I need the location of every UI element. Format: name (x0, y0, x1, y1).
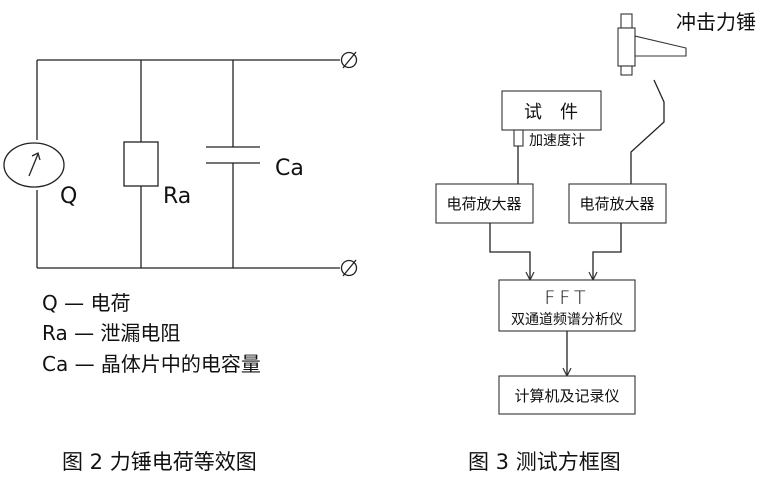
figure-2-circuit: Q Ra Ca Q — 电荷 Ra — 泄漏电阻 Ca — 晶体片中的电容量 图… (3, 51, 358, 474)
charge-source-symbol (3, 142, 65, 188)
bottom-terminal (340, 259, 358, 277)
impact-hammer-icon (617, 13, 687, 76)
top-terminal (340, 51, 358, 69)
charge-amplifier-right-box (568, 183, 667, 224)
capacitor-label: Ca (275, 156, 304, 181)
specimen-label: 试 件 (524, 102, 578, 123)
charge-amplifier-right-label: 电荷放大器 (579, 195, 654, 213)
fft-title: FFT (544, 287, 589, 309)
hammer-label: 冲击力锤 (676, 10, 756, 34)
charge-amplifier-left-label: 电荷放大器 (446, 195, 521, 213)
resistor-label: Ra (163, 184, 191, 209)
charge-amplifier-left-box (435, 183, 534, 224)
arrow-left-amp-to-fft (489, 223, 530, 280)
legend-line-2: Ra — 泄漏电阻 (42, 321, 180, 345)
resistor-symbol (123, 141, 159, 187)
fft-analyzer-box (498, 279, 636, 332)
figure-3-caption: 图 3 测试方框图 (468, 450, 621, 474)
accelerometer-label: 加速度计 (529, 133, 585, 149)
legend-line-1: Q — 电荷 (42, 291, 130, 315)
hammer-cable (630, 79, 665, 184)
figure-3-block-diagram: 冲击力锤 试 件 加速度计 电荷放大器 电荷放大器 FFT 双通道频谱分析仪 计… (435, 10, 756, 474)
computer-recorder-box (498, 375, 636, 415)
source-label: Q (60, 184, 77, 209)
figure-2-caption: 图 2 力锤电荷等效图 (62, 450, 257, 474)
fft-subtitle: 双通道频谱分析仪 (511, 312, 623, 328)
accelerometer-icon (513, 129, 524, 147)
specimen-box (501, 90, 602, 131)
legend-line-3: Ca — 晶体片中的电容量 (42, 352, 261, 376)
computer-recorder-label: 计算机及记录仪 (514, 387, 619, 405)
arrow-right-amp-to-fft (593, 223, 622, 280)
